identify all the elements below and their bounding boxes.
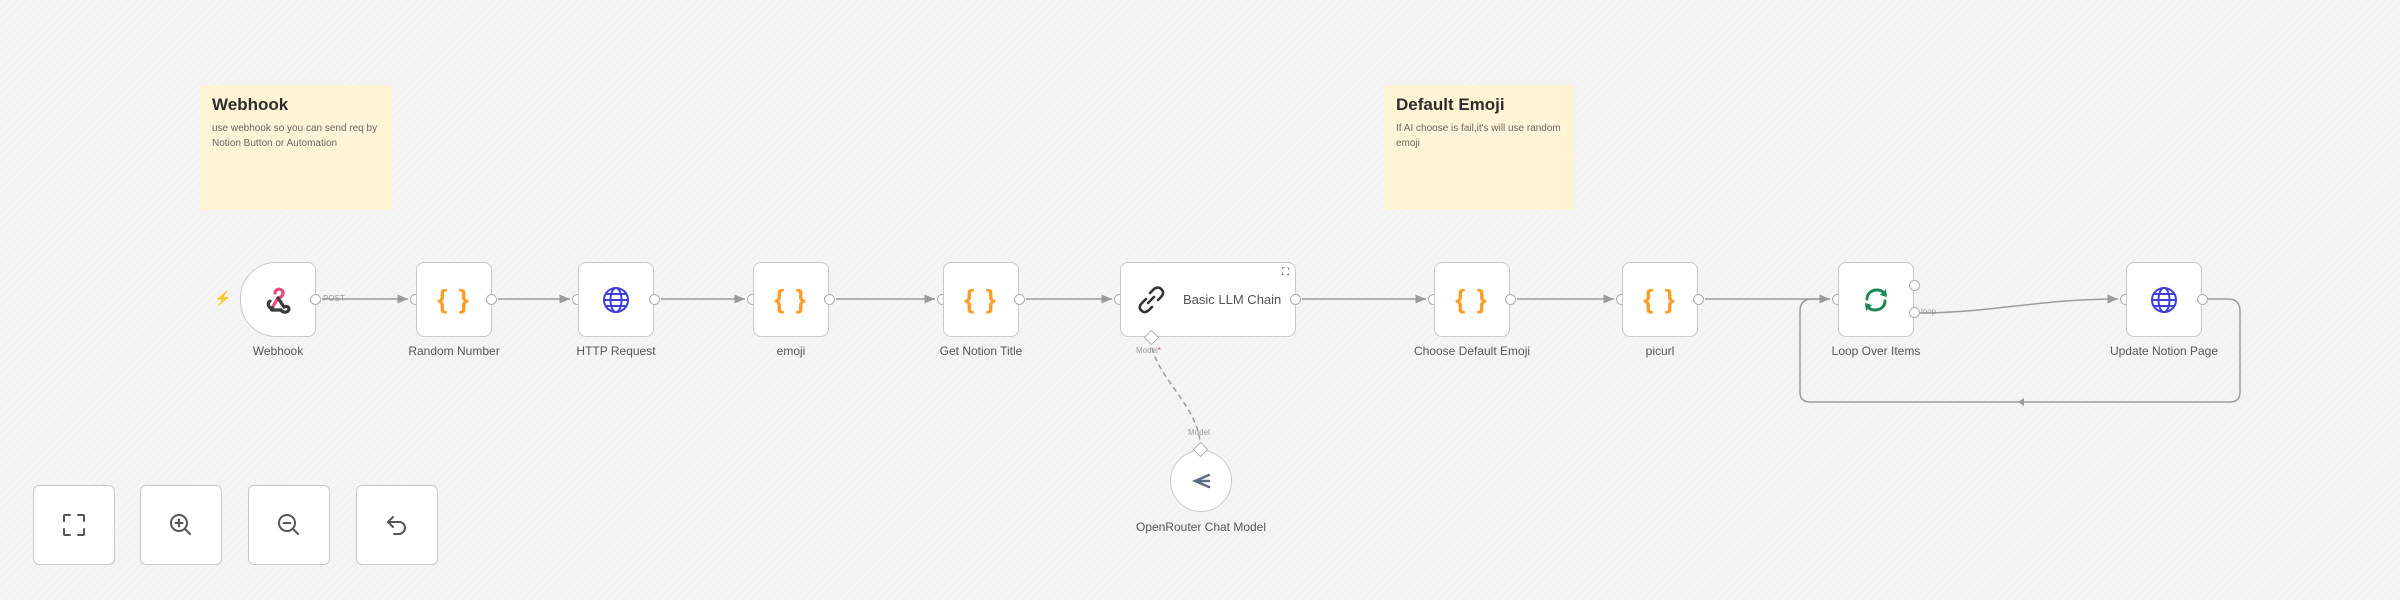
trigger-bolt-icon: ⚡	[214, 290, 232, 306]
node-basic-llm-chain[interactable]: Basic LLM Chain ⛶	[1120, 262, 1296, 337]
code-braces-icon: { }	[774, 284, 808, 314]
node-get-notion-title[interactable]: { }	[943, 262, 1019, 337]
output-port[interactable]	[1290, 294, 1301, 305]
undo-button[interactable]	[356, 485, 438, 565]
node-label: Choose Default Emoji	[1413, 344, 1531, 358]
output-port[interactable]	[824, 294, 835, 305]
sticky-title: Webhook	[212, 95, 289, 114]
output-port[interactable]	[1014, 294, 1025, 305]
sticky-note-webhook[interactable]: Webhook use webhook so you can send req …	[200, 85, 392, 210]
output-port[interactable]	[2197, 294, 2208, 305]
node-label: HTTP Request	[576, 344, 656, 358]
node-label: Webhook	[252, 344, 304, 358]
output-port[interactable]	[486, 294, 497, 305]
sticky-title: Default Emoji	[1396, 95, 1505, 114]
node-label: Random Number	[408, 344, 500, 358]
globe-icon	[2151, 286, 2177, 313]
fit-view-button[interactable]	[33, 485, 115, 565]
output-port[interactable]	[1693, 294, 1704, 305]
sticky-body: use webhook so you can send req by Notio…	[212, 123, 378, 149]
node-update-notion-page[interactable]	[2126, 262, 2202, 337]
fit-view-icon	[63, 514, 85, 536]
code-braces-icon: { }	[437, 284, 471, 314]
sticky-note-default-emoji[interactable]: Default Emoji If AI choose is fail,it's …	[1384, 85, 1574, 210]
zoom-in-icon	[170, 514, 191, 535]
link-chain-icon	[1138, 285, 1165, 313]
node-label: OpenRouter Chat Model	[1135, 520, 1267, 534]
edge-label-post: POST	[323, 294, 345, 303]
expand-subnode-icon[interactable]: ⛶	[1282, 267, 1289, 278]
node-emoji[interactable]: { }	[753, 262, 829, 337]
done-output-port[interactable]	[1909, 280, 1920, 291]
undo-icon	[387, 516, 406, 535]
code-braces-icon: { }	[964, 284, 998, 314]
node-label: emoji	[776, 344, 806, 358]
node-random-number[interactable]: { }	[416, 262, 492, 337]
output-port[interactable]	[1505, 294, 1516, 305]
globe-icon	[603, 286, 629, 313]
code-braces-icon: { }	[1643, 284, 1677, 314]
node-label: Update Notion Page	[2109, 344, 2219, 358]
node-http-request[interactable]	[578, 262, 654, 337]
node-openrouter-chat-model[interactable]	[1170, 450, 1232, 512]
node-picurl[interactable]: { }	[1622, 262, 1698, 337]
loop-output-port[interactable]	[1909, 307, 1920, 318]
edge-loop-update	[1919, 294, 2119, 314]
loop-arrows-icon	[1865, 287, 1887, 312]
output-port[interactable]	[310, 294, 321, 305]
node-label: Loop Over Items	[1831, 344, 1921, 358]
edge-label-loop: loop	[1921, 307, 1937, 316]
node-choose-default-emoji[interactable]: { }	[1434, 262, 1510, 337]
output-port[interactable]	[649, 294, 660, 305]
zoom-out-button[interactable]	[248, 485, 330, 565]
openrouter-icon	[1191, 473, 1211, 489]
zoom-in-button[interactable]	[140, 485, 222, 565]
code-braces-icon: { }	[1455, 284, 1489, 314]
edge-label-model-output: Model	[1188, 428, 1210, 437]
webhook-icon	[266, 287, 291, 314]
edge-label-model-input: Model*	[1136, 346, 1161, 355]
node-title: Basic LLM Chain	[1183, 292, 1282, 307]
zoom-out-icon	[278, 514, 299, 535]
node-loop-over-items[interactable]	[1838, 262, 1914, 337]
node-label: picurl	[1645, 344, 1675, 358]
sticky-body: If AI choose is fail,it's will use rando…	[1396, 123, 1561, 149]
node-label: Get Notion Title	[939, 344, 1023, 358]
node-webhook[interactable]	[240, 262, 316, 337]
